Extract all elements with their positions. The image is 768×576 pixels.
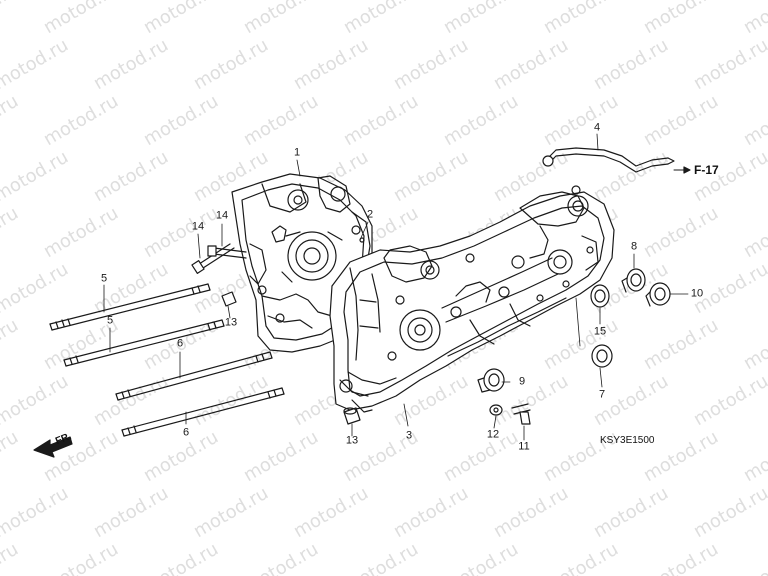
stud-bolts <box>49 283 285 437</box>
callout-9: 9 <box>518 375 526 388</box>
right-crankcase-half <box>329 185 615 413</box>
section-reference: F-17 <box>694 163 719 177</box>
bolts-and-dowels <box>191 243 361 425</box>
washer-and-drain-bolt <box>489 403 531 425</box>
breather-hose <box>542 147 691 174</box>
callout-12: 12 <box>486 428 500 441</box>
bearings-and-seals <box>477 268 671 393</box>
callout-11: 11 <box>518 440 530 453</box>
callout-3: 3 <box>405 429 413 442</box>
callout-13-left: 13 <box>224 316 238 329</box>
callout-4: 4 <box>593 121 601 134</box>
callout-7: 7 <box>598 388 606 401</box>
callout-6-upper: 6 <box>176 337 184 350</box>
callout-5-upper: 5 <box>100 272 108 285</box>
leader-lines <box>103 133 689 441</box>
callout-1: 1 <box>293 146 301 159</box>
callout-15: 15 <box>593 325 607 338</box>
callout-14-left: 14 <box>191 220 205 233</box>
callout-13-bottom: 13 <box>345 434 359 447</box>
callout-14-right: 14 <box>215 209 229 222</box>
callout-5-lower: 5 <box>106 314 114 327</box>
diagram-code: KSY3E1500 <box>600 435 655 446</box>
callout-8: 8 <box>630 240 638 253</box>
callout-2: 2 <box>366 208 374 221</box>
front-direction-arrow <box>33 436 73 458</box>
callout-6-lower: 6 <box>182 426 190 439</box>
callout-10: 10 <box>690 287 704 300</box>
